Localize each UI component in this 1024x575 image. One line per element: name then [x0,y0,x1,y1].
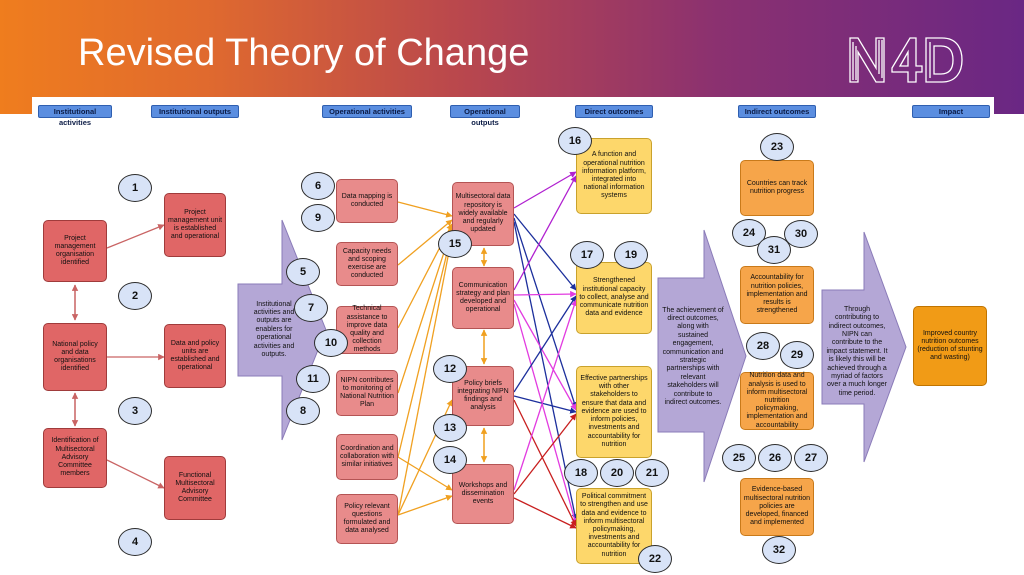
op-activity-policy-questions: Policy relevant questions formulated and… [336,494,398,544]
indirect-outcome-data-analysis: Nutrition data and analysis is used to i… [740,372,814,430]
direct-outcome-platform: A function and operational nutrition inf… [576,138,652,214]
number-badge-29: 29 [780,341,814,369]
header-direct-outcomes: Direct outcomes [575,105,653,118]
indirect-outcome-accountability: Accountability for nutrition policies, i… [740,266,814,324]
number-badge-26: 26 [758,444,792,472]
direct-outcome-capacity: Strengthened institutional capacity to c… [576,262,652,334]
op-activity-data-mapping: Data mapping is conducted [336,179,398,223]
number-badge-7: 7 [294,294,328,322]
number-badge-9: 9 [301,204,335,232]
number-badge-16: 16 [558,127,592,155]
header-institutional-outputs: Institutional outputs [151,105,239,118]
number-badge-5: 5 [286,258,320,286]
number-badge-6: 6 [301,172,335,200]
number-badge-14: 14 [433,446,467,474]
header-operational-activities: Operational activities [322,105,412,118]
n4d-logo [849,37,963,83]
number-badge-1: 1 [118,174,152,202]
number-badge-2: 2 [118,282,152,310]
inst-activity-policy-data-orgs: National policy and data organisations i… [43,323,107,391]
number-badge-4: 4 [118,528,152,556]
number-badge-20: 20 [600,459,634,487]
number-badge-28: 28 [746,332,780,360]
op-output-workshops: Workshops and dissemination events [452,464,514,524]
inst-activity-advisory-committee: Identification of Multisectoral Advisory… [43,428,107,488]
inst-output-advisory-committee: Functional Multisectoral Advisory Commit… [164,456,226,520]
number-badge-22: 22 [638,545,672,573]
header-institutional-activities: Institutional activities [38,105,112,127]
number-badge-19: 19 [614,241,648,269]
number-badge-12: 12 [433,355,467,383]
inst-output-pmu: Project management unit is established a… [164,193,226,257]
indirect-arrow-text: Through contributing to indirect outcome… [826,305,888,397]
header-impact: Impact [912,105,990,118]
indirect-outcome-track-progress: Countries can track nutrition progress [740,160,814,216]
direct-outcomes-arrow [657,229,747,483]
number-badge-18: 18 [564,459,598,487]
number-badge-23: 23 [760,133,794,161]
number-badge-8: 8 [286,397,320,425]
indirect-outcome-evidence-policies: Evidence-based multisectoral nutrition p… [740,478,814,536]
direct-outcome-partnerships: Effective partnerships with other stakeh… [576,366,652,458]
header-operational-outputs: Operational outputs [450,105,520,127]
op-output-communication-strategy: Communication strategy and plan develope… [452,267,514,329]
op-activity-coordination: Coordination and collaboration with simi… [336,434,398,480]
inst-activity-project-management: Project management organisation identifi… [43,220,107,282]
op-activity-capacity-needs: Capacity needs and scoping exercise are … [336,242,398,286]
slide-title: Revised Theory of Change [78,32,530,74]
number-badge-27: 27 [794,444,828,472]
number-badge-25: 25 [722,444,756,472]
number-badge-3: 3 [118,397,152,425]
number-badge-17: 17 [570,241,604,269]
number-badge-11: 11 [296,365,330,393]
number-badge-31: 31 [757,236,791,264]
impact-box: Improved country nutrition outcomes (red… [913,306,987,386]
op-activity-nnp-monitoring: NIPN contributes to monitoring of Nation… [336,370,398,416]
enabler-text: Institutional activities and outputs are… [253,300,295,359]
number-badge-13: 13 [433,414,467,442]
number-badge-21: 21 [635,459,669,487]
header-indirect-outcomes: Indirect outcomes [738,105,816,118]
number-badge-15: 15 [438,230,472,258]
inst-output-data-policy-units: Data and policy units are established an… [164,324,226,388]
number-badge-30: 30 [784,220,818,248]
number-badge-10: 10 [314,329,348,357]
direct-arrow-text: The achievement of direct outcomes, alon… [662,306,724,407]
number-badge-32: 32 [762,536,796,564]
op-output-data-repository: Multisectoral data repository is widely … [452,182,514,246]
indirect-outcomes-arrow [821,231,907,463]
